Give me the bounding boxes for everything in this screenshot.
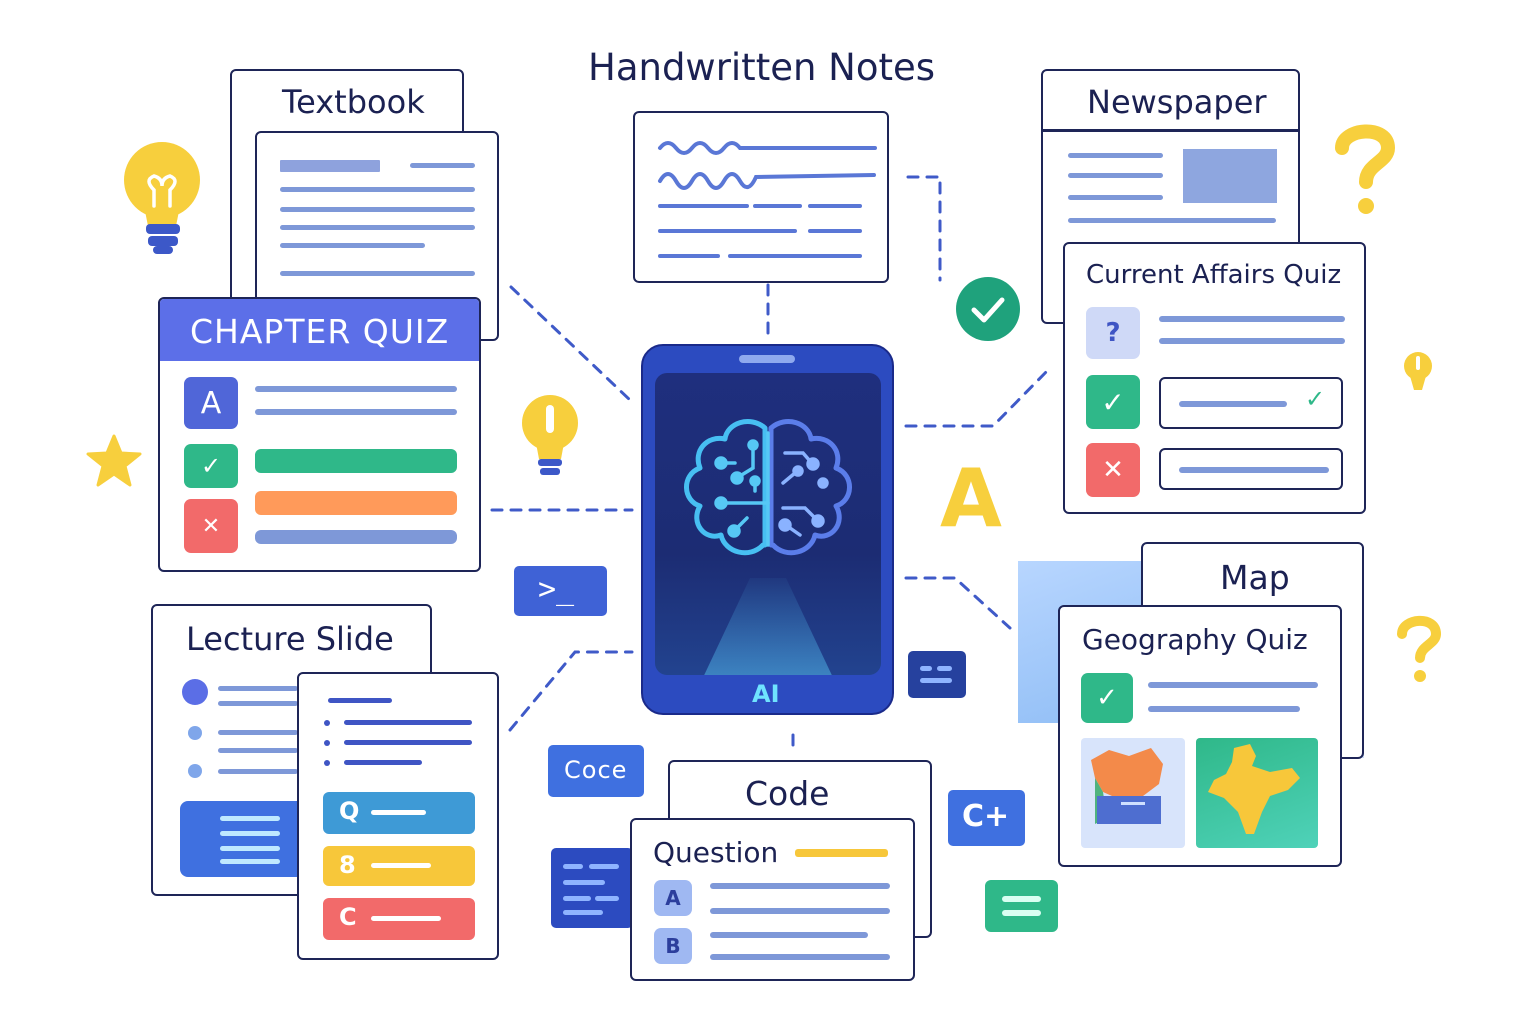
map-thumbnail bbox=[1196, 738, 1318, 848]
textbook-title: Textbook bbox=[282, 83, 425, 121]
wrong-answer-box bbox=[1159, 448, 1343, 490]
lightbulb-icon bbox=[522, 395, 578, 475]
terminal-icon: >_ bbox=[514, 566, 607, 616]
chapter-quiz-title: CHAPTER QUIZ bbox=[190, 312, 450, 351]
option-a-badge: A bbox=[184, 377, 238, 429]
map-title: Map bbox=[1220, 558, 1290, 597]
text-line bbox=[280, 207, 475, 212]
question-badge: ? bbox=[1086, 307, 1140, 359]
textbook-heading-bar bbox=[280, 160, 380, 172]
cross-icon: ✕ bbox=[184, 499, 238, 553]
chapter-quiz-header bbox=[160, 299, 479, 361]
correct-answer-bar bbox=[255, 449, 457, 473]
option-q: Q bbox=[323, 792, 475, 834]
text-line bbox=[218, 686, 298, 691]
text-line bbox=[280, 271, 475, 276]
star-icon bbox=[86, 434, 142, 487]
option-8: 8 bbox=[323, 846, 475, 886]
text-line bbox=[280, 243, 425, 248]
map-thumbnail bbox=[1081, 738, 1185, 848]
text-line bbox=[218, 701, 298, 706]
india-map-icon bbox=[1208, 744, 1300, 834]
option-line bbox=[255, 386, 457, 392]
tablet-screen bbox=[655, 373, 881, 675]
code-block-chip bbox=[180, 801, 305, 877]
option-a-badge: A bbox=[654, 880, 692, 916]
check-icon: ✓ bbox=[1305, 385, 1326, 413]
text-line bbox=[280, 225, 475, 230]
chat-icon bbox=[908, 651, 966, 698]
code-title: Code bbox=[745, 774, 830, 813]
ai-tablet: AI bbox=[641, 344, 894, 715]
text-line bbox=[218, 730, 298, 735]
correct-answer-box: ✓ bbox=[1159, 377, 1343, 429]
option-c: C bbox=[323, 898, 475, 940]
cplus-chip: C+ bbox=[948, 790, 1025, 846]
handwriting-scribble bbox=[658, 141, 877, 258]
current-affairs-quiz-title: Current Affairs Quiz bbox=[1086, 260, 1342, 290]
text-line bbox=[218, 769, 298, 774]
lightbulb-icon bbox=[124, 142, 200, 254]
question-card: Question A B bbox=[630, 818, 915, 981]
geography-quiz-card: Geography Quiz ✓ bbox=[1058, 605, 1342, 867]
cross-icon: ✕ bbox=[1086, 443, 1140, 497]
bullet-dot bbox=[188, 764, 202, 778]
geography-quiz-title: Geography Quiz bbox=[1082, 623, 1308, 656]
newspaper-title: Newspaper bbox=[1087, 83, 1267, 121]
bullet-dot bbox=[188, 726, 202, 740]
ai-brain-icon bbox=[684, 419, 852, 675]
equals-icon bbox=[985, 880, 1058, 932]
check-circle-icon bbox=[956, 277, 1020, 341]
handwritten-notes-title: Handwritten Notes bbox=[588, 46, 936, 89]
text-line bbox=[280, 187, 475, 192]
tablet-speaker bbox=[739, 355, 795, 363]
option-line bbox=[255, 530, 457, 544]
question-mark-icon bbox=[1335, 124, 1396, 214]
check-icon: ✓ bbox=[1086, 375, 1140, 429]
current-affairs-quiz-card: Current Affairs Quiz ? ✓ ✓ ✕ bbox=[1063, 242, 1366, 514]
lecture-slide-title: Lecture Slide bbox=[186, 620, 394, 658]
slide-quiz-card: Q 8 C bbox=[297, 672, 499, 960]
question-title: Question bbox=[653, 836, 779, 869]
code-snippet-icon bbox=[551, 848, 633, 928]
chapter-quiz-card: CHAPTER QUIZ A ✓ ✕ bbox=[158, 297, 481, 572]
text-line bbox=[410, 163, 475, 168]
wrong-answer-bar bbox=[255, 491, 457, 515]
question-mark-icon bbox=[1397, 615, 1442, 682]
bullet-dot bbox=[182, 679, 208, 705]
text-line bbox=[218, 748, 298, 753]
check-icon: ✓ bbox=[1081, 673, 1133, 723]
option-b-badge: B bbox=[654, 928, 692, 964]
newspaper-photo bbox=[1183, 149, 1277, 203]
handwritten-notes-card bbox=[633, 111, 889, 283]
check-icon: ✓ bbox=[184, 444, 238, 488]
option-line bbox=[255, 409, 457, 415]
lightbulb-icon bbox=[1404, 352, 1432, 390]
coce-chip: Coce bbox=[548, 745, 644, 797]
region-map-icon bbox=[1091, 748, 1163, 824]
ai-label: AI bbox=[752, 680, 780, 708]
letter-a-icon: A bbox=[940, 452, 1002, 545]
highlight-bar bbox=[795, 849, 888, 857]
